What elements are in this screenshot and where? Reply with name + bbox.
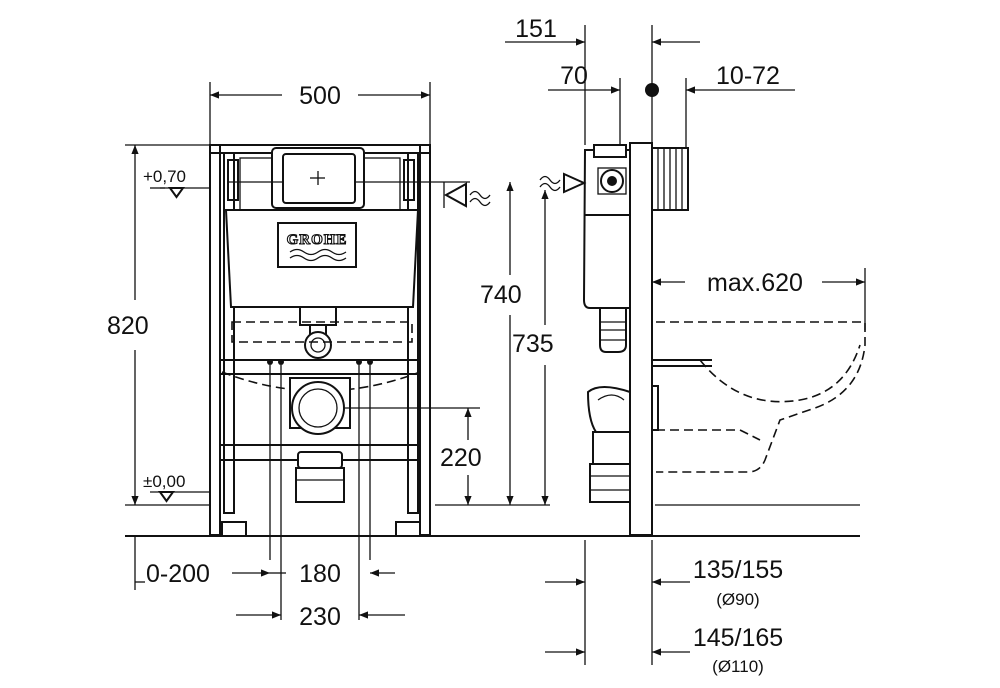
dim-depth-135-155: 135/155 (Ø90) [545, 540, 783, 665]
level-zero-label: ±0,00 [143, 472, 185, 491]
dim-spacing-180: 180 [270, 560, 395, 588]
dim-spacing-230: 230 [236, 603, 405, 631]
dim-0-200-label: 0-200 [146, 560, 210, 588]
water-inlet-symbol [443, 182, 491, 208]
dim-820-label: 820 [107, 312, 149, 340]
dim-220-label: 220 [440, 444, 482, 472]
dim-height-220: 220 [345, 407, 482, 505]
brand-logo: GROHE [287, 232, 348, 248]
dim-height-735: 735 [512, 190, 554, 505]
side-view: 151 70 10-72 max.620 135/155 [390, 15, 866, 676]
dim-230-label: 230 [299, 603, 341, 631]
dim-145-165-label: 145/165 [693, 624, 783, 652]
bracket [651, 385, 659, 431]
dim-depth-145-165: 145/165 (Ø110) [545, 624, 783, 676]
pipe-110-label: (Ø110) [712, 657, 764, 676]
waste-pipe [289, 377, 351, 503]
level-marker-top: +0,70 [143, 167, 210, 199]
dim-height-740: 740 [480, 182, 522, 505]
dim-180-label: 180 [299, 560, 341, 588]
dim-depth-10-72: 10-72 [645, 62, 795, 148]
dim-width-500: 500 [209, 82, 431, 145]
dim-70-label: 70 [560, 62, 588, 90]
dim-10-72-label: 10-72 [716, 62, 780, 90]
dim-735-label: 735 [512, 330, 554, 358]
flush-bend [599, 307, 627, 353]
level-top-label: +0,70 [143, 167, 186, 186]
wc-outline-side [656, 321, 866, 473]
dim-height-820: 820 [107, 144, 210, 505]
frame [209, 144, 431, 537]
water-inlet-side [539, 172, 587, 194]
dim-151-label: 151 [515, 15, 557, 43]
waste-bend [586, 386, 631, 503]
frame-profile [629, 142, 653, 536]
level-marker-zero: ±0,00 [143, 472, 210, 503]
flush-pipe [299, 306, 337, 359]
dim-740-label: 740 [480, 281, 522, 309]
dim-max-620-label: max.620 [707, 269, 803, 297]
dim-depth-70: 70 [548, 62, 621, 145]
dim-depth-151: 151 [505, 15, 700, 145]
pipe-90-label: (Ø90) [716, 590, 759, 609]
dim-offset-0-200: 0-200 [134, 536, 270, 590]
cistern-side [582, 144, 689, 309]
dim-500-label: 500 [299, 82, 341, 110]
dim-135-155-label: 135/155 [693, 556, 783, 584]
cistern: GROHE [224, 147, 470, 308]
front-view: GROHE [107, 82, 554, 631]
dim-max-620: max.620 [652, 268, 866, 330]
